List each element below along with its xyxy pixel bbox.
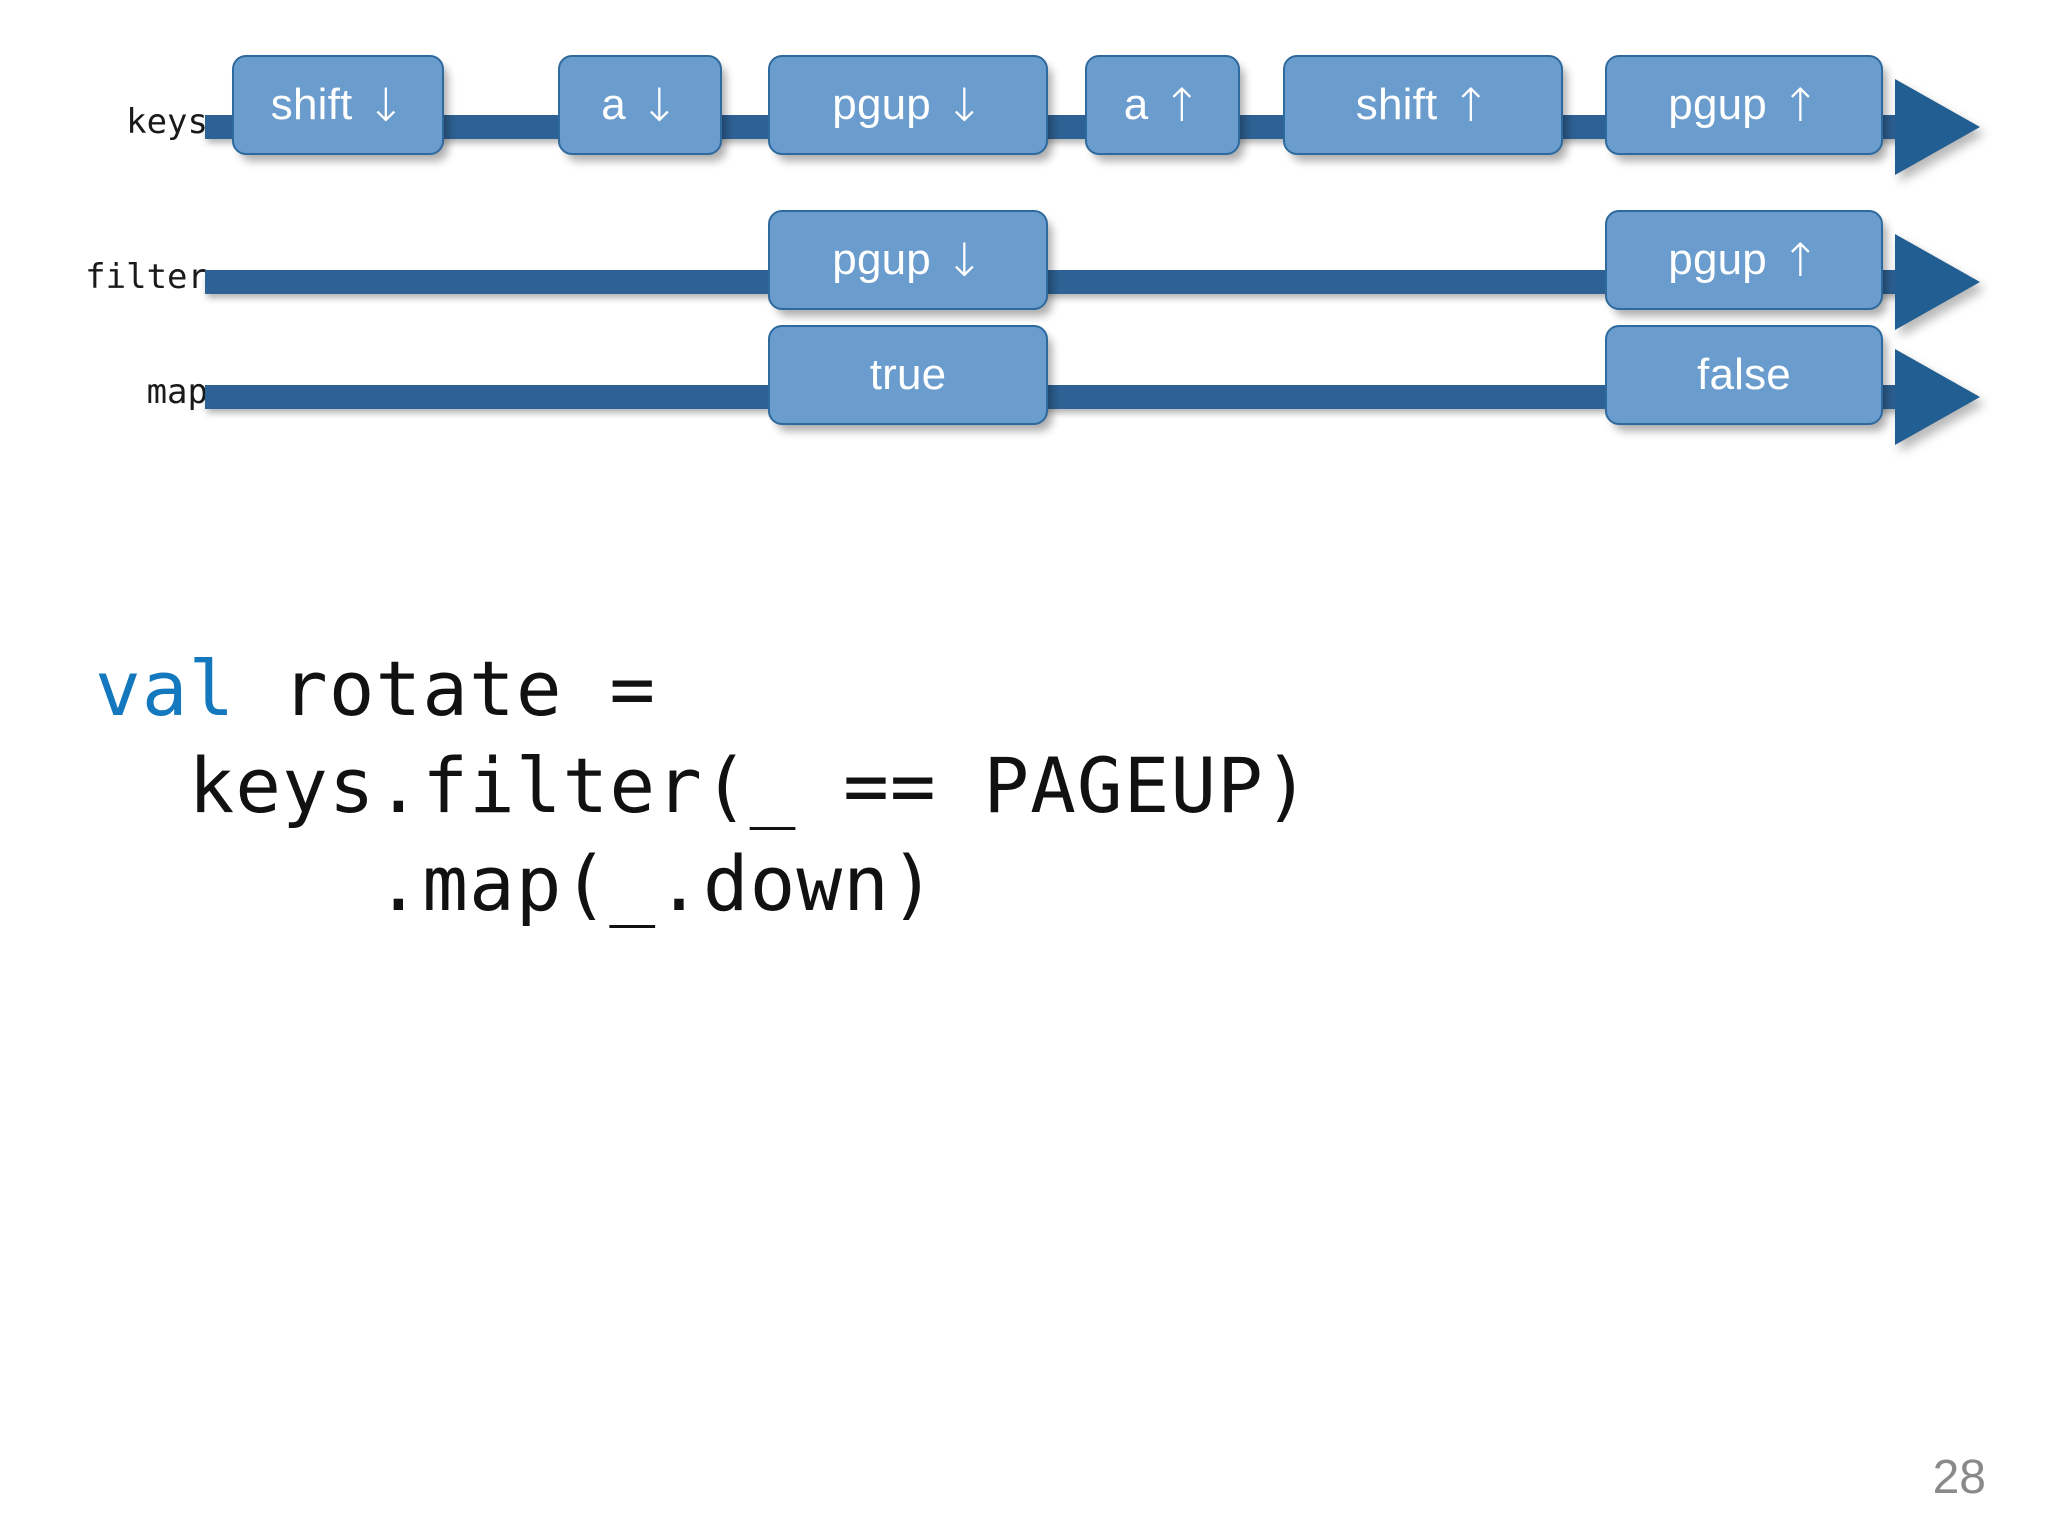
stream-label-filter: filter (85, 257, 208, 297)
stream-row-filter: filter pgup ↓ pgup ↑ (0, 210, 2048, 370)
code-line-3: .map(_.down) (95, 838, 937, 928)
stream-arrow-icon (1895, 79, 1980, 175)
arrow-up-icon: ↑ (1780, 233, 1820, 287)
event-label: pgup (832, 80, 931, 129)
event-box: a↓ (558, 55, 722, 155)
event-box: shift ↓ (232, 55, 444, 155)
event-box: pgup ↓ (768, 210, 1048, 310)
arrow-up-icon: ↑ (1780, 78, 1820, 132)
event-label: pgup (832, 235, 931, 284)
event-label: a (601, 80, 626, 129)
arrow-down-icon: ↓ (944, 233, 984, 287)
event-label: shift (1355, 80, 1438, 129)
event-label: pgup (1668, 235, 1767, 284)
event-box: a↑ (1085, 55, 1240, 155)
stream-row-map: map true false (0, 325, 2048, 485)
code-line-2: keys.filter(_ == PAGEUP) (95, 741, 1311, 831)
event-box: pgup ↑ (1605, 55, 1883, 155)
event-box: pgup ↓ (768, 55, 1048, 155)
event-box: shift ↑ (1283, 55, 1563, 155)
code-snippet: val rotate = keys.filter(_ == PAGEUP) .m… (95, 640, 1311, 932)
event-label: false (1697, 350, 1791, 399)
event-box: pgup ↑ (1605, 210, 1883, 310)
arrow-up-icon: ↑ (1162, 78, 1202, 132)
code-keyword-val: val (95, 644, 236, 733)
event-label: shift (270, 80, 353, 129)
stream-arrow-icon (1895, 349, 1980, 445)
event-box: false (1605, 325, 1883, 425)
stream-label-map: map (146, 372, 208, 412)
event-box: true (768, 325, 1048, 425)
stream-arrow-icon (1895, 234, 1980, 330)
code-line-1-rest: rotate = (235, 644, 657, 733)
event-label: a (1123, 80, 1149, 129)
event-label: true (869, 350, 947, 399)
arrow-down-icon: ↓ (639, 78, 679, 132)
event-label: pgup (1668, 80, 1767, 129)
arrow-up-icon: ↑ (1451, 78, 1491, 132)
arrow-down-icon: ↓ (366, 78, 406, 132)
page-number: 28 (1932, 1451, 1986, 1504)
arrow-down-icon: ↓ (944, 78, 984, 132)
stream-label-keys: keys (126, 102, 208, 142)
